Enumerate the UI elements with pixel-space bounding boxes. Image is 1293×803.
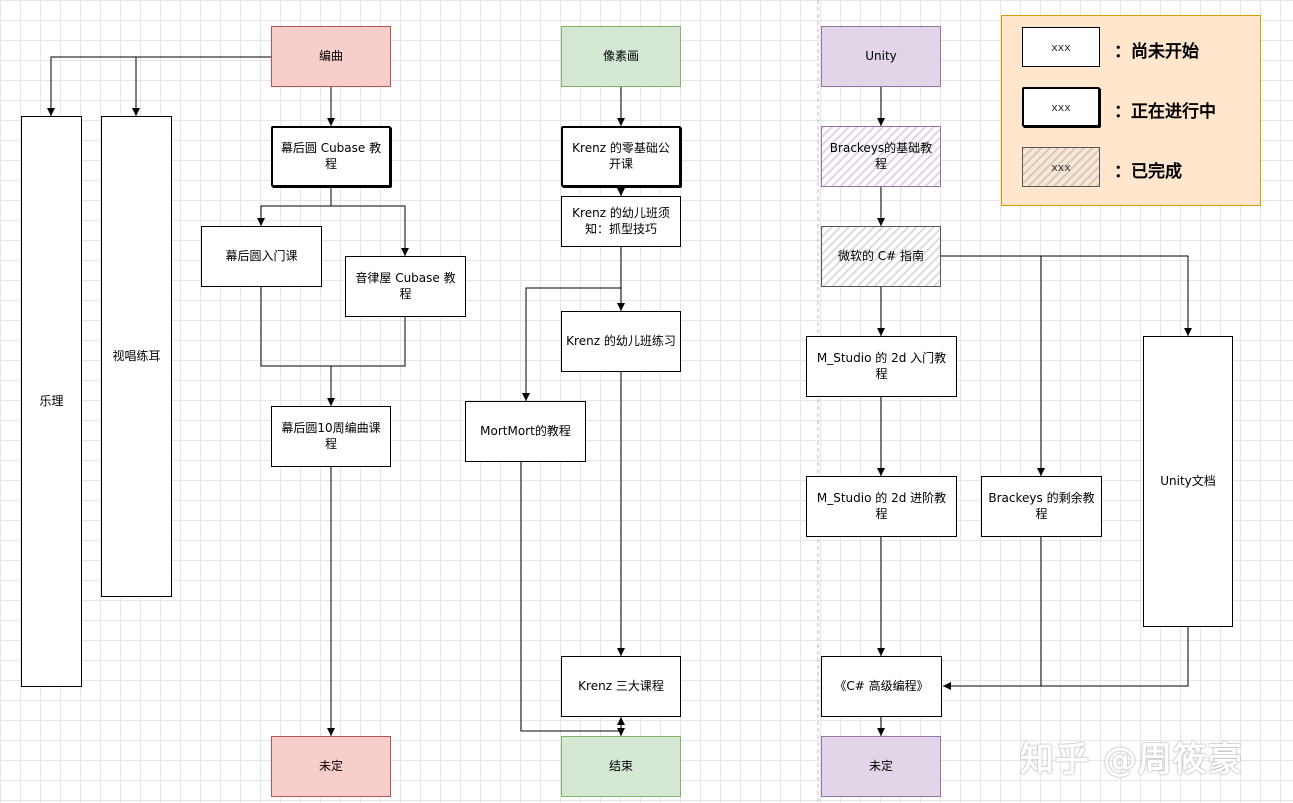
node-brackeys-rest[interactable]: Brackeys 的剩余教程 [981, 476, 1102, 537]
node-unity-docs[interactable]: Unity文档 [1143, 336, 1233, 627]
node-label: 幕后圆10周编曲课程 [281, 420, 381, 451]
edge-compose-yueli [47, 56, 271, 116]
edge-csharp-docs [941, 255, 1192, 336]
node-label: 微软的 C# 指南 [837, 248, 925, 263]
node-label: 结束 [608, 758, 633, 773]
node-label: 幕后圆 Cubase 教程 [280, 140, 382, 171]
legend-sample-not-started: xxx [1022, 27, 1100, 67]
legend-label-not-started: ：尚未开始 [1114, 42, 1199, 62]
node-krenz-practice[interactable]: Krenz 的幼儿班练习 [561, 311, 681, 372]
node-label: 《C# 高级编程》 [834, 678, 929, 693]
watermark: 知乎 @周筱豪 [1020, 740, 1243, 780]
node-unity-undecided[interactable]: 未定 [821, 736, 941, 797]
node-label: 音律屋 Cubase 教程 [355, 270, 456, 301]
node-label: Krenz 的幼儿班练习 [566, 333, 676, 348]
legend-label-in-progress: ：正在进行中 [1114, 102, 1216, 122]
legend-sample-in-progress: xxx [1022, 87, 1100, 127]
node-label: Brackeys 的剩余教程 [988, 490, 1095, 521]
node-music-undecided[interactable]: 未定 [271, 736, 391, 797]
node-pixel[interactable]: 像素画 [561, 26, 681, 87]
node-label: Unity [865, 48, 897, 63]
legend-sample-text: xxx [1051, 40, 1071, 54]
node-compose[interactable]: 编曲 [271, 26, 391, 87]
edge-cubase-ylw [331, 205, 409, 256]
legend-label-done: ：已完成 [1114, 162, 1182, 182]
node-label: Brackeys的基础教程 [829, 140, 933, 171]
node-krenz-open[interactable]: Krenz 的零基础公开课 [561, 126, 681, 187]
legend-sample-text: xxx [1051, 160, 1071, 174]
node-krenz-notice[interactable]: Krenz 的幼儿班须知：抓型技巧 [561, 196, 681, 247]
node-cubase-mhq[interactable]: 幕后圆 Cubase 教程 [271, 126, 391, 187]
node-label: 未定 [868, 758, 893, 773]
node-label: Krenz 的零基础公开课 [572, 140, 670, 171]
node-label: Krenz 的幼儿班须知：抓型技巧 [572, 205, 670, 236]
node-csharp-advanced[interactable]: 《C# 高级编程》 [821, 656, 942, 717]
legend: xxx ：尚未开始 xxx ：正在进行中 xxx ：已完成 [1001, 15, 1261, 206]
node-mstudio-adv[interactable]: M_Studio 的 2d 进阶教程 [806, 476, 957, 537]
node-label: Krenz 三大课程 [578, 678, 664, 693]
node-label: 乐理 [39, 393, 64, 408]
node-label: M_Studio 的 2d 进阶教程 [816, 490, 947, 521]
node-yueli[interactable]: 乐理 [21, 116, 82, 687]
legend-sample-text: xxx [1051, 100, 1071, 114]
node-label: 视唱练耳 [112, 348, 161, 363]
node-label: 幕后圆入门课 [225, 248, 298, 263]
node-label: 未定 [318, 758, 343, 773]
node-week10[interactable]: 幕后圆10周编曲课程 [271, 406, 391, 467]
node-mortmort[interactable]: MortMort的教程 [465, 401, 586, 462]
node-brackeys-basic[interactable]: Brackeys的基础教程 [821, 126, 941, 187]
node-intro[interactable]: 幕后圆入门课 [201, 226, 322, 287]
node-label: 像素画 [602, 48, 639, 63]
node-ms-csharp[interactable]: 微软的 C# 指南 [821, 226, 941, 287]
edge-merge [260, 287, 406, 367]
legend-sample-done: xxx [1022, 147, 1100, 187]
edge-notice-mortmort [522, 287, 621, 401]
node-label: 编曲 [318, 48, 343, 63]
node-label: M_Studio 的 2d 入门教程 [816, 350, 947, 381]
edge-mortmort-end [520, 462, 621, 732]
node-shichang[interactable]: 视唱练耳 [101, 116, 172, 597]
node-cubase-ylw[interactable]: 音律屋 Cubase 教程 [345, 256, 466, 317]
node-unity[interactable]: Unity [821, 26, 941, 87]
node-label: MortMort的教程 [480, 423, 571, 438]
node-krenz-big3[interactable]: Krenz 三大课程 [561, 656, 681, 717]
edge-cubase-intro [257, 187, 332, 226]
node-mstudio-intro[interactable]: M_Studio 的 2d 入门教程 [806, 336, 957, 397]
edge-docs-csharpbook [943, 627, 1189, 690]
node-pixel-end[interactable]: 结束 [561, 736, 681, 797]
node-label: Unity文档 [1160, 473, 1216, 488]
